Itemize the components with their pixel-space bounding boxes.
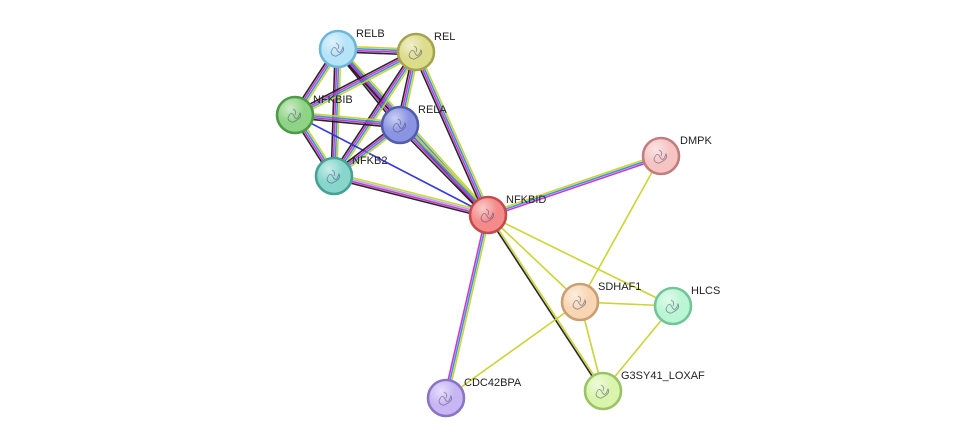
node-dmpk[interactable]: DMPK (641, 135, 712, 176)
protein-structure-icon (287, 108, 302, 123)
node-label: RELA (418, 104, 447, 116)
edge-strand (417, 50, 492, 215)
edge-strand (295, 52, 417, 117)
edge-strand (400, 123, 490, 215)
protein-structure-icon (572, 295, 587, 310)
edge-nfkbid-cdc42bpa[interactable] (443, 214, 491, 399)
protein-structure-icon (653, 149, 668, 164)
node-label: REL (434, 31, 455, 43)
edge-strand (416, 51, 490, 215)
protein-structure-icon (480, 208, 495, 223)
edge-strand (333, 176, 488, 217)
node-label: NFKB2 (352, 155, 387, 167)
edge-strand (487, 153, 661, 214)
edge-strand (445, 214, 489, 399)
edge-nfkb2-nfkbid[interactable] (333, 172, 489, 219)
node-label: SDHAF1 (598, 281, 641, 293)
edge-strand (487, 214, 674, 307)
node-nfkb2[interactable]: NFKB2 (314, 155, 387, 196)
edge-strand (334, 172, 489, 214)
edge-strand (293, 48, 416, 114)
edge-strand (488, 157, 662, 218)
edge-strand (333, 177, 488, 219)
edge-strand (401, 122, 491, 214)
node-label: G3SY41_LOXAF (621, 370, 705, 382)
edge-dmpk-sdhaf1[interactable] (579, 155, 662, 303)
edge-strand (332, 48, 338, 176)
edge-strand (447, 215, 491, 399)
protein-structure-icon (326, 169, 341, 184)
protein-structure-icon (408, 45, 423, 60)
node-label: DMPK (680, 135, 712, 147)
edge-strand (487, 155, 662, 216)
edge-nfkbid-sdhaf1[interactable] (487, 214, 581, 303)
edge-strand (443, 214, 487, 398)
protein-structure-icon (595, 384, 610, 399)
edge-nfkbid-hlcs[interactable] (487, 214, 674, 307)
edge-strand (445, 301, 581, 399)
edge-strand (412, 52, 487, 217)
node-label: NFKBIB (313, 94, 353, 106)
edge-strand (488, 214, 605, 391)
edge-strand (332, 51, 416, 176)
edge-strand (397, 126, 487, 218)
node-relb[interactable]: RELB (318, 28, 385, 69)
node-hlcs[interactable]: HLCS (653, 285, 720, 326)
node-rela[interactable]: RELA (380, 104, 447, 145)
edge-relb-nfkb2[interactable] (330, 48, 342, 177)
edge-strand (294, 50, 416, 115)
edge-rel-nfkbid[interactable] (412, 50, 492, 217)
node-rel[interactable]: REL (396, 31, 455, 72)
edge-nfkbid-dmpk[interactable] (487, 153, 662, 218)
edge-strand (335, 53, 420, 179)
protein-structure-icon (438, 391, 453, 406)
edge-strand (487, 214, 581, 303)
edge-strand (334, 49, 340, 177)
node-label: RELB (356, 28, 385, 40)
edge-strand (334, 52, 418, 177)
node-cdc42bpa[interactable]: CDC42BPA (426, 377, 522, 418)
node-label: HLCS (691, 285, 720, 297)
edge-strand (330, 49, 415, 175)
protein-structure-icon (665, 299, 680, 314)
edge-rel-nfkbib[interactable] (293, 48, 418, 119)
node-label: NFKBID (506, 194, 546, 206)
node-nfkbid[interactable]: NFKBID (468, 194, 546, 235)
edge-sdhaf1-cdc42bpa[interactable] (445, 301, 581, 399)
edge-strand (414, 52, 488, 216)
edge-strand (336, 49, 342, 177)
edge-strand (398, 125, 488, 217)
edge-rel-nfkb2[interactable] (330, 49, 420, 179)
edge-strand (334, 174, 489, 215)
edge-strand (294, 114, 489, 216)
node-g3sy41_loxaf[interactable]: G3SY41_LOXAF (583, 370, 705, 411)
edge-strand (295, 53, 418, 119)
node-sdhaf1[interactable]: SDHAF1 (560, 281, 641, 322)
edge-nfkbid-g3sy41_loxaf[interactable] (486, 214, 605, 392)
protein-structure-icon (330, 42, 345, 57)
edge-strand (579, 155, 662, 303)
edge-strand (486, 215, 603, 392)
node-label: CDC42BPA (464, 377, 522, 389)
edge-rela-nfkbid[interactable] (397, 122, 491, 218)
edge-nfkbib-nfkbid[interactable] (294, 114, 489, 216)
protein-structure-icon (392, 118, 407, 133)
node-nfkbib[interactable]: NFKBIB (275, 94, 353, 135)
edge-strand (330, 48, 336, 176)
